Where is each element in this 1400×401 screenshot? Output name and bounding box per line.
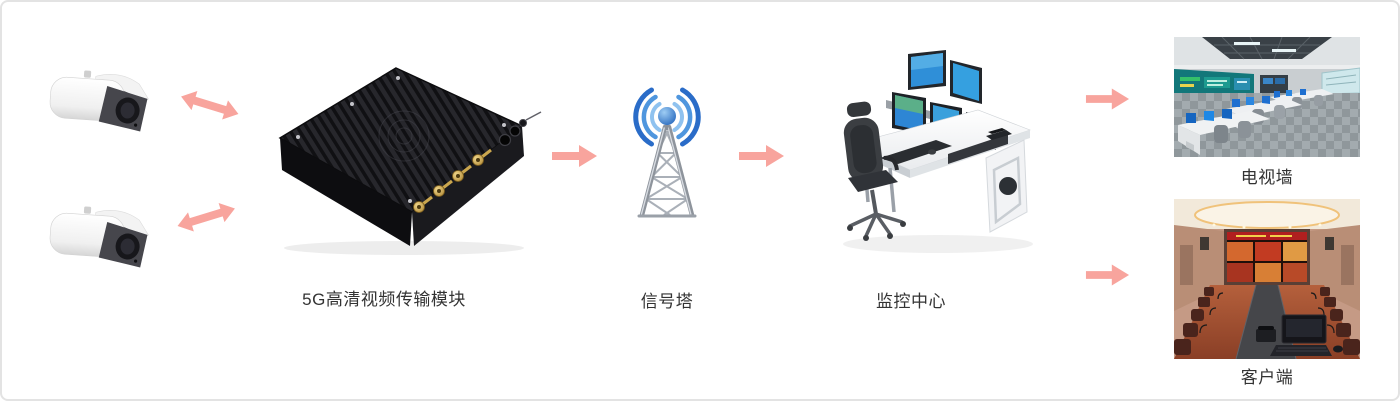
security-camera-bottom-icon xyxy=(44,200,170,278)
arrow-to-client-icon xyxy=(1085,262,1130,288)
client-room-photo xyxy=(1174,199,1360,359)
double-arrow-bottom-icon xyxy=(173,196,243,250)
5g-module-icon xyxy=(264,62,542,256)
tv-wall-label: 电视墙 xyxy=(1240,168,1294,187)
arrow-to-tv-wall-icon xyxy=(1085,86,1130,112)
double-arrow-top-icon xyxy=(173,84,243,138)
tower-label: 信号塔 xyxy=(640,292,694,311)
client-label: 客户端 xyxy=(1240,368,1294,387)
module-label: 5G高清视频传输模块 xyxy=(302,290,466,309)
tv-wall-photo xyxy=(1174,37,1360,157)
monitor-center-label: 监控中心 xyxy=(876,292,946,311)
signal-tower-icon xyxy=(608,85,726,221)
security-camera-top-icon xyxy=(44,64,170,142)
monitoring-desk-icon xyxy=(828,40,1033,258)
arrow-module-to-tower-icon xyxy=(551,143,598,169)
arrow-tower-to-center-icon xyxy=(738,143,785,169)
